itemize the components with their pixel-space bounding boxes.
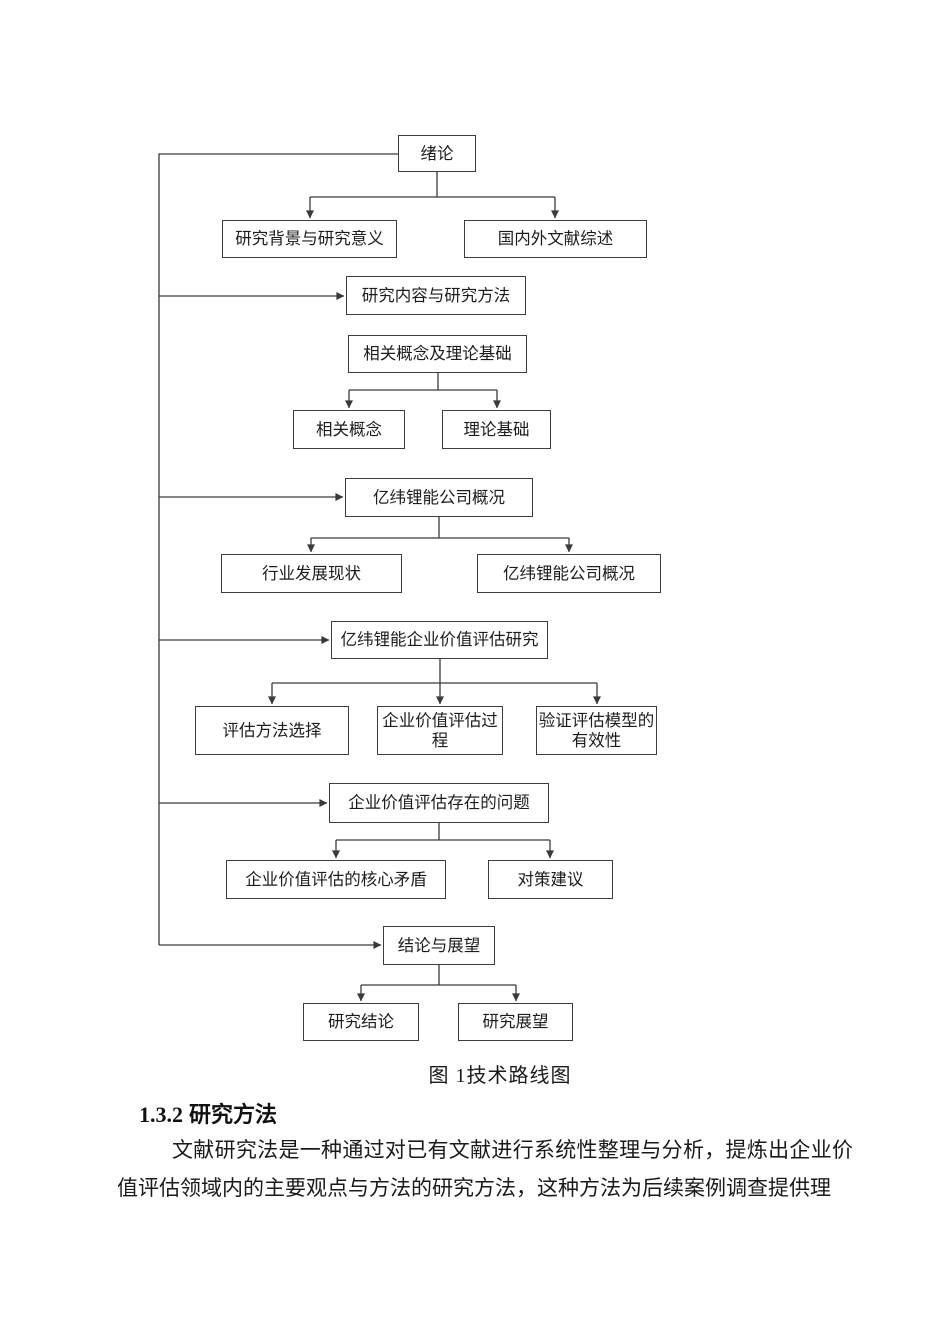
connector-conclusion-split: [361, 965, 516, 986]
connector-intro-split: [310, 172, 555, 198]
flow-node-valuation-process: 企业价值评估过程: [377, 706, 503, 755]
flow-node-conclusion-outlook: 结论与展望: [383, 926, 495, 965]
flow-node-model-validation: 验证评估模型的有效性: [536, 706, 657, 755]
flow-node-prospects: 研究展望: [458, 1003, 573, 1041]
flow-node-company-overview: 亿纬锂能公司概况: [345, 478, 533, 517]
flow-node-background-significance: 研究背景与研究意义: [222, 220, 397, 258]
flow-node-valuation-problems: 企业价值评估存在的问题: [329, 783, 549, 823]
body-paragraph: 文献研究法是一种通过对已有文献进行系统性整理与分析，提炼出企业价值评估领域内的主…: [117, 1138, 853, 1200]
flow-node-theory: 理论基础: [442, 410, 551, 449]
section-title: 研究方法: [189, 1102, 278, 1127]
flow-node-concepts-theory: 相关概念及理论基础: [348, 335, 527, 373]
flow-node-valuation-research: 亿纬锂能企业价值评估研究: [331, 621, 548, 659]
section-number: 1.3.2: [139, 1102, 183, 1127]
connector-problems-split: [336, 823, 550, 841]
flow-node-industry-status: 行业发展现状: [221, 554, 402, 593]
flow-node-suggestions: 对策建议: [488, 860, 613, 899]
connector-concepts-split: [349, 373, 497, 391]
flow-node-literature-review: 国内外文献综述: [464, 220, 647, 258]
flow-node-introduction: 绪论: [398, 135, 476, 172]
connector-valuation-split: [272, 659, 597, 684]
flow-node-core-contradiction: 企业价值评估的核心矛盾: [226, 860, 446, 899]
figure-caption: 图 1技术路线图: [428, 1065, 572, 1087]
flow-node-concepts: 相关概念: [293, 410, 405, 449]
flow-node-conclusions: 研究结论: [303, 1003, 419, 1041]
connector-company-split: [311, 517, 569, 539]
flow-node-company-overview-sub: 亿纬锂能公司概况: [477, 554, 661, 593]
flow-node-method-selection: 评估方法选择: [195, 706, 349, 755]
flow-node-content-methods: 研究内容与研究方法: [346, 276, 526, 315]
connector-left-rail: [158, 153, 398, 945]
